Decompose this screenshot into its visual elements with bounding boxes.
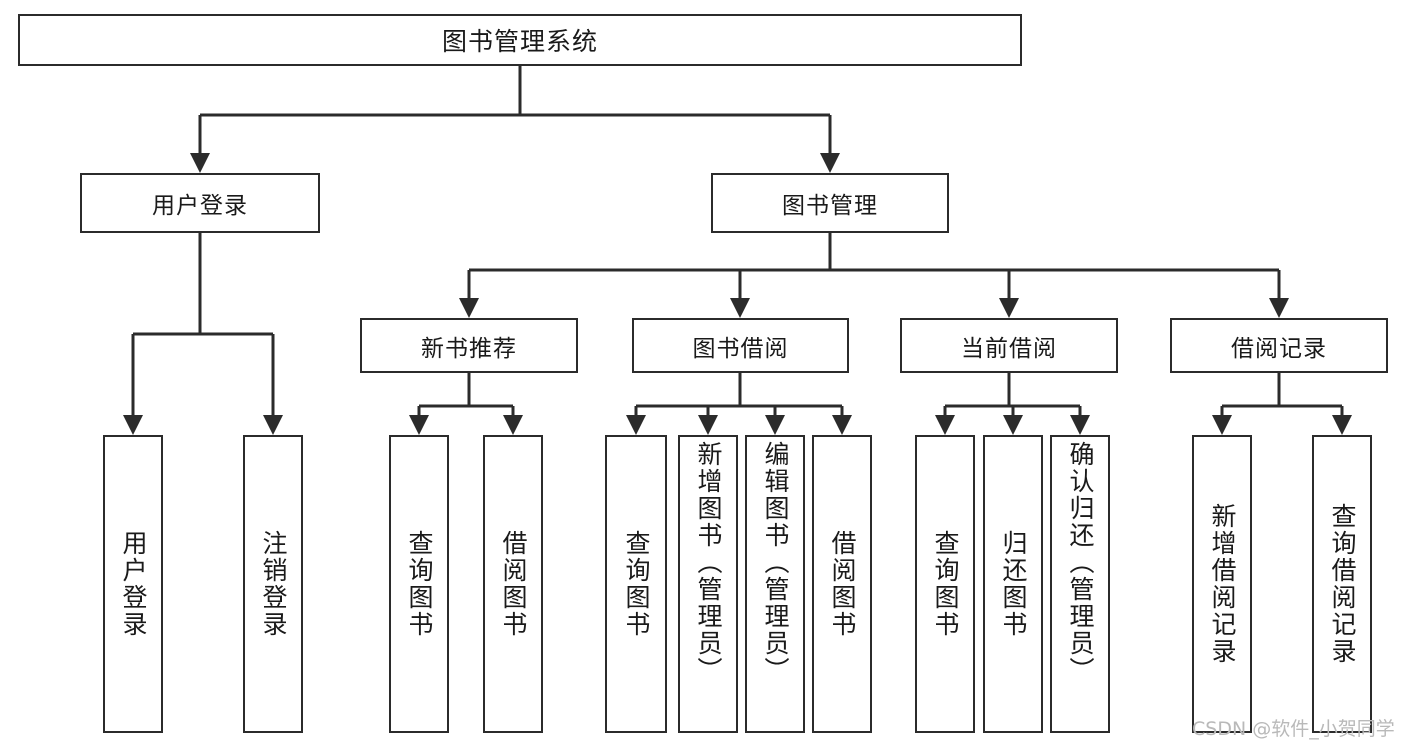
node-book-management-label: 图书管理 (782, 193, 878, 219)
node-borrow-record[interactable]: 借阅记录 (1170, 318, 1388, 373)
node-leaf-user-login-label: 用户登录 (119, 530, 148, 638)
node-leaf-user-login[interactable]: 用户登录 (103, 435, 163, 733)
node-leaf-query-book-recommend-label: 查询图书 (405, 530, 434, 638)
node-book-borrow-label: 图书借阅 (692, 335, 789, 362)
node-leaf-query-book-current-label: 查询图书 (931, 530, 960, 638)
node-leaf-borrow-book[interactable]: 借阅图书 (812, 435, 872, 733)
node-leaf-add-borrow-record[interactable]: 新增借阅记录 (1192, 435, 1252, 733)
csdn-watermark: CSDN @软件_小贺同学 (1192, 718, 1395, 740)
node-leaf-return-book[interactable]: 归还图书 (983, 435, 1043, 733)
node-leaf-add-book-admin[interactable]: 新增图书（管理员） (678, 435, 738, 733)
node-leaf-add-borrow-record-label: 新增借阅记录 (1208, 503, 1237, 665)
node-leaf-confirm-return-admin[interactable]: 确认归还（管理员） (1050, 435, 1110, 733)
node-leaf-confirm-return-admin-label: 确认归还（管理员） (1066, 441, 1095, 684)
node-user-login-label: 用户登录 (152, 193, 248, 219)
node-leaf-query-borrow-record[interactable]: 查询借阅记录 (1312, 435, 1372, 733)
node-book-management[interactable]: 图书管理 (711, 173, 949, 233)
node-leaf-return-book-label: 归还图书 (999, 530, 1028, 638)
node-leaf-query-book-borrow[interactable]: 查询图书 (605, 435, 667, 733)
node-leaf-borrow-book-recommend-label: 借阅图书 (499, 530, 528, 638)
node-current-borrow[interactable]: 当前借阅 (900, 318, 1118, 373)
node-leaf-edit-book-admin-label: 编辑图书（管理员） (761, 441, 790, 684)
node-leaf-logout[interactable]: 注销登录 (243, 435, 303, 733)
node-leaf-query-book-borrow-label: 查询图书 (622, 530, 651, 638)
node-leaf-query-book-recommend[interactable]: 查询图书 (389, 435, 449, 733)
node-new-book-recommend-label: 新书推荐 (421, 335, 517, 362)
node-new-book-recommend[interactable]: 新书推荐 (360, 318, 578, 373)
node-leaf-query-borrow-record-label: 查询借阅记录 (1328, 503, 1357, 665)
node-root[interactable]: 图书管理系统 (18, 14, 1022, 66)
node-user-login[interactable]: 用户登录 (80, 173, 320, 233)
node-borrow-record-label: 借阅记录 (1231, 335, 1327, 362)
node-leaf-query-book-current[interactable]: 查询图书 (915, 435, 975, 733)
node-root-label: 图书管理系统 (441, 27, 598, 56)
node-leaf-borrow-book-label: 借阅图书 (828, 530, 857, 638)
node-current-borrow-label: 当前借阅 (961, 335, 1057, 362)
node-leaf-logout-label: 注销登录 (259, 530, 288, 638)
node-leaf-add-book-admin-label: 新增图书（管理员） (694, 441, 723, 684)
node-leaf-borrow-book-recommend[interactable]: 借阅图书 (483, 435, 543, 733)
node-leaf-edit-book-admin[interactable]: 编辑图书（管理员） (745, 435, 805, 733)
node-book-borrow[interactable]: 图书借阅 (632, 318, 849, 373)
